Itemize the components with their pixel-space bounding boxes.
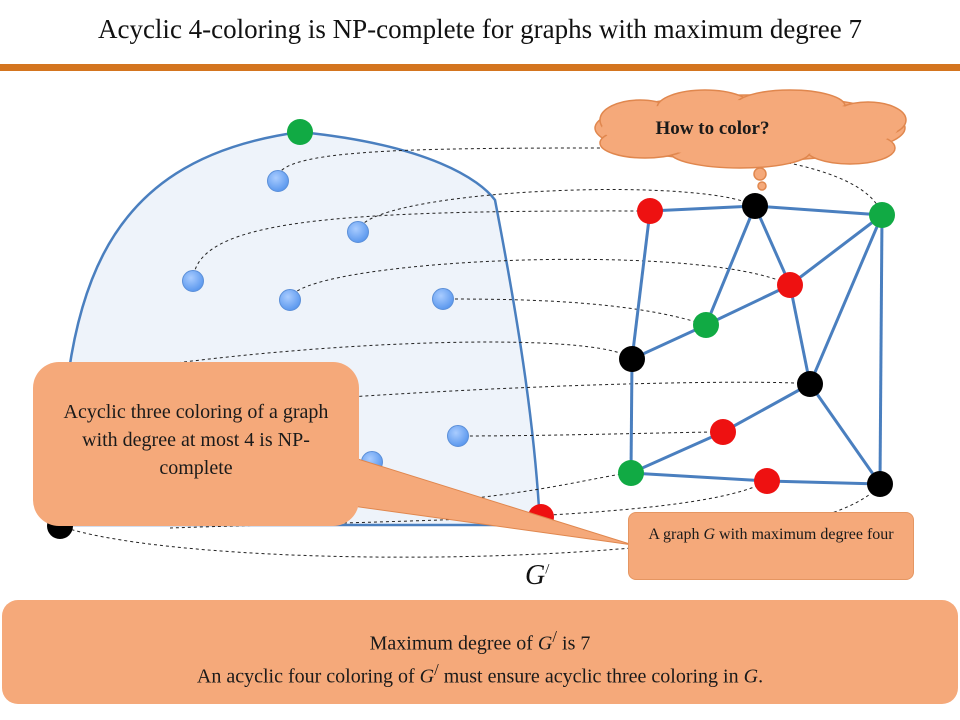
np-complete-callout: Acyclic three coloring of a graph with d…	[33, 362, 359, 526]
summary-g: G	[419, 665, 435, 688]
thought-cloud	[594, 89, 907, 191]
vertex-red	[637, 198, 663, 224]
gprime-base: G	[525, 560, 546, 591]
dashed-link	[277, 147, 883, 216]
cloud-question: How to color?	[655, 118, 770, 139]
callout-text: Acyclic three coloring of a graph with d…	[63, 401, 329, 479]
dashed-link	[94, 341, 633, 376]
vertex-black	[742, 193, 768, 219]
vertex-red	[777, 272, 803, 298]
summary-text: An acyclic four coloring of	[196, 665, 420, 688]
summary-mark: /	[552, 627, 558, 646]
vertex-black	[619, 346, 645, 372]
summary-g: G	[743, 665, 759, 688]
summary-line-2: An acyclic four coloring of G/ must ensu…	[12, 657, 948, 690]
graph-g-label-before: A graph	[648, 526, 704, 543]
gprime-vertex-green	[287, 119, 313, 145]
summary-text: is 7	[557, 632, 591, 655]
gprime-vertex-blue	[267, 170, 289, 192]
dashed-link	[357, 189, 756, 233]
summary-g: G	[537, 632, 553, 655]
gprime-label: G/	[525, 560, 549, 592]
graph-g-label-after: with maximum degree four	[715, 526, 894, 543]
vertex-green	[618, 460, 644, 486]
dashed-link	[192, 210, 651, 282]
vertex-red	[754, 468, 780, 494]
graph-g-label: A graph G with maximum degree four	[628, 512, 914, 580]
vertex-black	[867, 471, 893, 497]
gprime-vertex-blue	[447, 425, 469, 447]
graph-g-vertices	[618, 193, 895, 497]
summary-text: .	[758, 665, 764, 688]
summary-line-1: Maximum degree of G/ is 7	[12, 624, 948, 657]
gprime-mark: /	[545, 561, 550, 578]
summary-mark: /	[434, 659, 439, 679]
vertex-black	[797, 371, 823, 397]
gprime-vertex-blue	[182, 270, 204, 292]
gprime-vertex-blue	[347, 221, 369, 243]
summary-text: must ensure acyclic three coloring in	[438, 665, 744, 688]
graph-g-symbol: G	[703, 526, 716, 543]
vertex-green	[869, 202, 895, 228]
title-rule	[0, 64, 960, 71]
dashed-link	[289, 258, 791, 301]
gprime-vertex-blue	[279, 289, 301, 311]
gprime-vertex-blue	[432, 288, 454, 310]
slide-title: Acyclic 4-coloring is NP-complete for gr…	[97, 14, 863, 44]
vertex-red	[710, 419, 736, 445]
summary-text: Maximum degree of	[369, 632, 538, 655]
summary-box: Maximum degree of G/ is 7 An acyclic fou…	[2, 600, 958, 704]
vertex-green	[693, 312, 719, 338]
graph-g-edges	[629, 204, 884, 486]
dashed-link	[442, 298, 707, 326]
